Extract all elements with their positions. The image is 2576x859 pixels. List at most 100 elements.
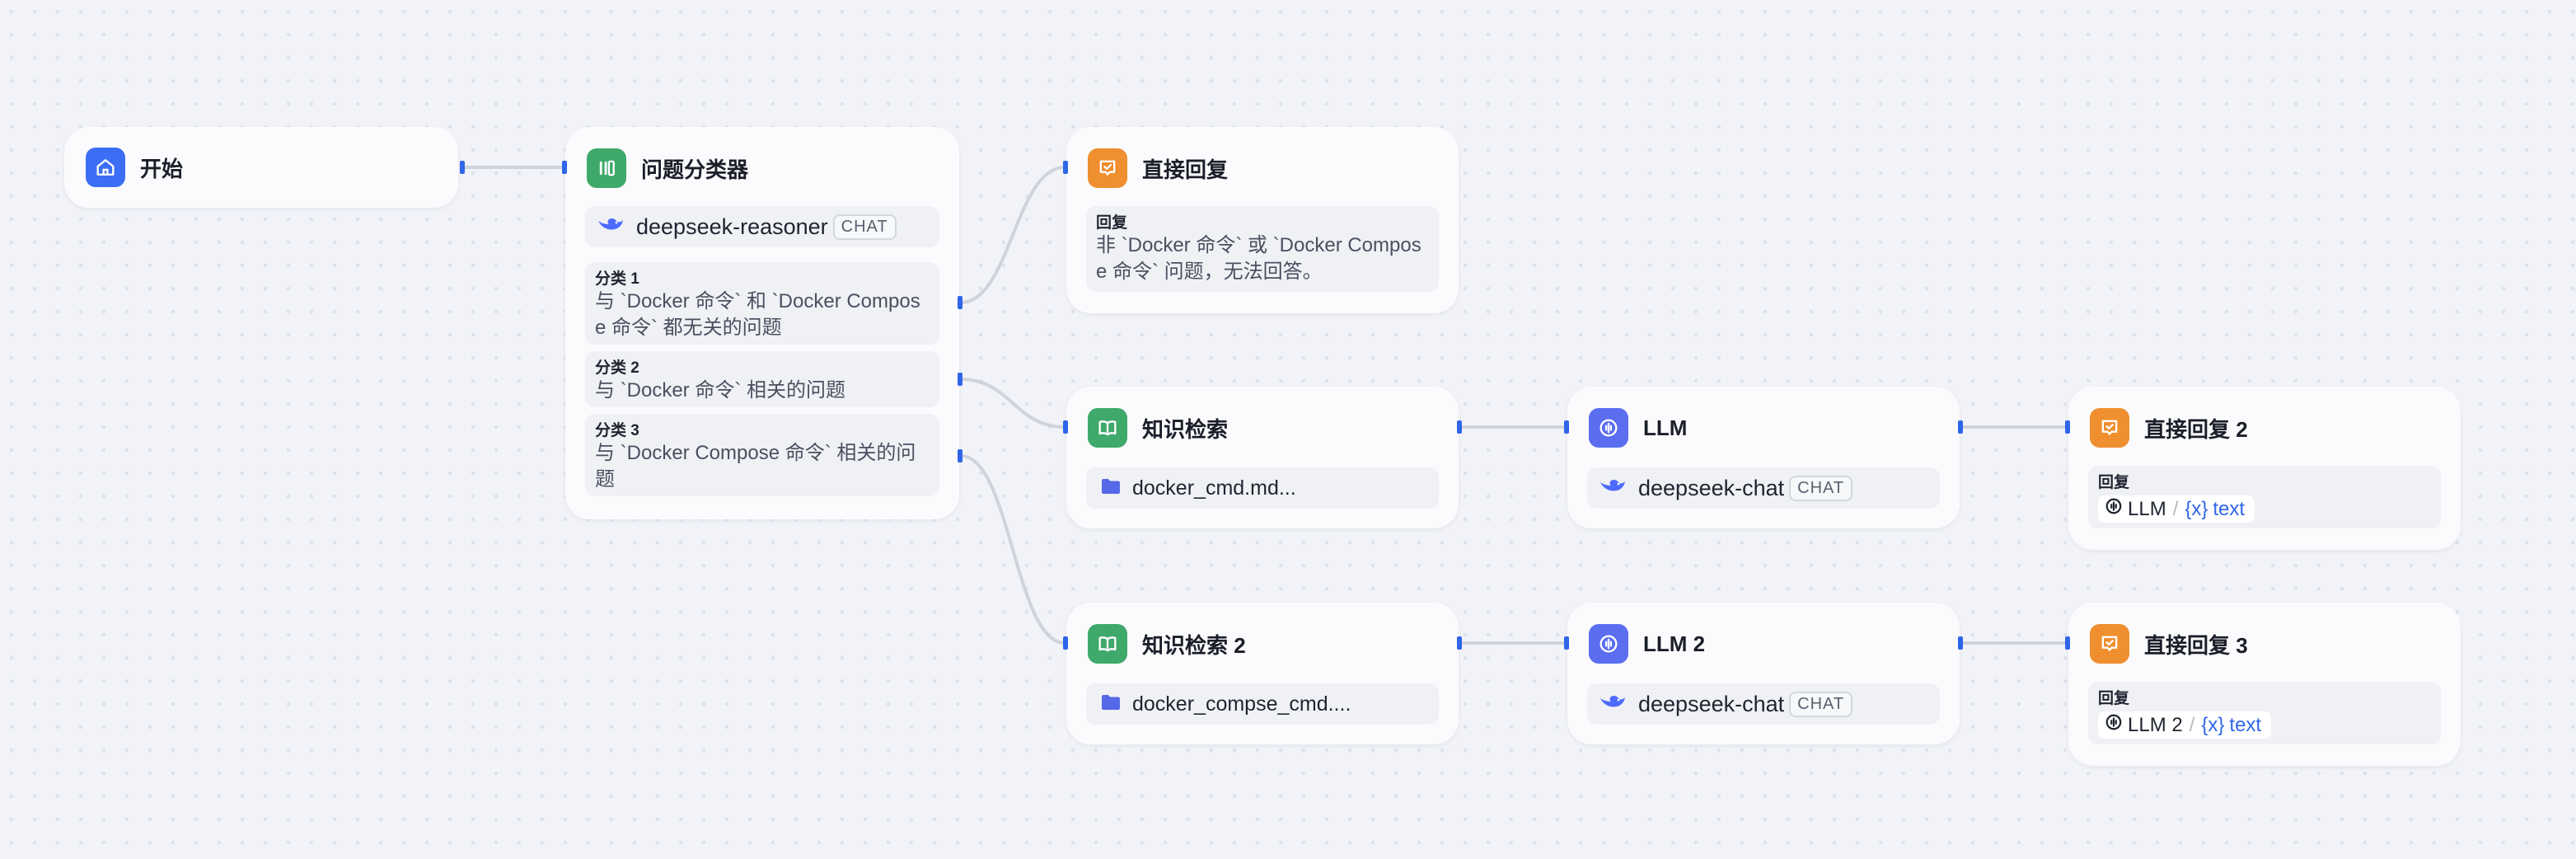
node-title: 直接回复 2 [2144,416,2248,442]
book-icon [1088,408,1127,448]
class-item[interactable]: 分类 3 与 `Docker Compose 命令` 相关的问题 [585,414,939,496]
reply-content: 回复 LLM / {x} text [2088,466,2441,528]
variable-reference[interactable]: LLM / {x} text [2098,495,2255,523]
output-handle[interactable] [1457,636,1462,650]
input-handle[interactable] [562,161,567,174]
variable-icon: {x} [2201,713,2225,736]
reply-icon [2090,624,2129,664]
node-header: 直接回复 3 [2090,624,2248,664]
node-title: 直接回复 [1142,157,1229,182]
node-title: 知识检索 [1142,416,1229,442]
class-description: 与 `Docker 命令` 和 `Docker Compose 命令` 都无关的… [595,290,920,339]
node-direct-reply-2[interactable]: 直接回复 2 回复 LLM / {x} text [2065,387,2461,550]
edge-class3-knowledge2[interactable] [960,454,1066,645]
dataset-name: docker_cmd.md... [1132,476,1296,500]
input-handle[interactable] [1063,161,1068,174]
input-handle[interactable] [1564,636,1569,650]
node-title: LLM [1643,415,1688,440]
node-header: 知识检索 2 [1088,624,1246,664]
llm-small-icon [2105,713,2123,737]
llm-icon [1589,624,1628,664]
node-title: 知识检索 2 [1142,632,1246,658]
class-label: 分类 1 [595,270,639,288]
node-direct-reply-3[interactable]: 直接回复 3 回复 LLM 2 / {x} text [2065,603,2461,766]
model-mode-badge: CHAT [832,214,897,240]
node-question-classifier[interactable]: 问题分类器 deepseek-reasoner CHAT 分类 1 与 `Doc… [562,127,962,519]
folder-icon [1101,693,1121,716]
node-header: 直接回复 [1088,148,1228,188]
node-header: 问题分类器 [587,148,748,188]
output-handle[interactable] [1958,420,1963,434]
class-description: 与 `Docker Compose 命令` 相关的问题 [595,442,916,491]
node-direct-reply[interactable]: 直接回复 回复 非 `Docker 命令` 或 `Docker Compose … [1063,127,1459,313]
node-header: 开始 [86,148,183,187]
class-item[interactable]: 分类 2 与 `Docker 命令` 相关的问题 [585,351,939,407]
variable-name: text [2213,497,2246,520]
reply-content: 回复 非 `Docker 命令` 或 `Docker Compose 命令` 问… [1086,206,1439,292]
home-icon [86,148,125,187]
reply-label: 回复 [2098,474,2130,491]
variable-node-name: LLM [2128,497,2166,520]
dataset-item[interactable]: docker_compse_cmd.... [1086,683,1439,725]
node-llm-2[interactable]: LLM 2 deepseek-chat CHAT [1564,603,1963,744]
model-selector[interactable]: deepseek-chat CHAT [1587,467,1940,509]
reply-label: 回复 [1096,214,1128,232]
input-handle[interactable] [1063,636,1068,650]
deepseek-whale-icon [1599,692,1627,717]
node-header: 直接回复 2 [2090,408,2248,448]
deepseek-whale-icon [597,214,625,240]
class-label: 分类 2 [595,359,639,377]
model-selector[interactable]: deepseek-chat CHAT [1587,683,1940,725]
variable-node-name: LLM 2 [2128,713,2183,736]
class-1-output-handle[interactable] [958,296,962,309]
variable-name: text [2229,713,2262,736]
reply-icon [1088,148,1127,188]
reply-content: 回复 LLM 2 / {x} text [2088,682,2441,744]
dataset-item[interactable]: docker_cmd.md... [1086,467,1439,509]
node-title: 问题分类器 [641,157,749,182]
llm-small-icon [2105,497,2123,521]
class-description: 与 `Docker 命令` 相关的问题 [595,379,846,401]
model-selector[interactable]: deepseek-reasoner CHAT [585,206,939,247]
variable-icon: {x} [2185,497,2208,520]
variable-separator: / [2172,497,2179,520]
variable-reference[interactable]: LLM 2 / {x} text [2098,711,2272,739]
class-2-output-handle[interactable] [958,373,962,386]
model-name: deepseek-chat [1638,475,1785,500]
output-handle[interactable] [1958,636,1963,650]
node-title: LLM 2 [1643,631,1706,656]
input-handle[interactable] [1063,420,1068,434]
edge-class2-knowledge[interactable] [960,378,1066,429]
class-item[interactable]: 分类 1 与 `Docker 命令` 和 `Docker Compose 命令`… [585,262,939,345]
book-icon [1088,624,1127,664]
node-header: LLM [1589,408,1687,448]
edge-class1-reply[interactable] [960,166,1066,304]
node-title: 直接回复 3 [2144,632,2248,658]
folder-icon [1101,477,1121,500]
model-name: deepseek-reasoner [636,214,828,239]
input-handle[interactable] [2065,636,2070,650]
reply-label: 回复 [2098,690,2130,707]
node-knowledge-retrieval[interactable]: 知识检索 docker_cmd.md... [1063,387,1462,528]
variable-separator: / [2189,713,2195,736]
class-label: 分类 3 [595,422,639,439]
output-handle[interactable] [460,161,465,174]
reply-text: 非 `Docker 命令` 或 `Docker Compose 命令` 问题，无… [1096,234,1421,283]
output-handle[interactable] [1457,420,1462,434]
node-header: 知识检索 [1088,408,1228,448]
llm-icon [1589,408,1628,448]
node-title: 开始 [140,156,184,181]
node-start[interactable]: 开始 [64,127,465,208]
input-handle[interactable] [2065,420,2070,434]
node-llm[interactable]: LLM deepseek-chat CHAT [1564,387,1963,528]
dataset-name: docker_compse_cmd.... [1132,692,1351,716]
classifier-icon [587,148,626,188]
input-handle[interactable] [1564,420,1569,434]
model-name: deepseek-chat [1638,691,1785,716]
model-mode-badge: CHAT [1789,475,1853,501]
node-header: LLM 2 [1589,624,1705,664]
class-3-output-handle[interactable] [958,449,962,462]
node-knowledge-retrieval-2[interactable]: 知识检索 2 docker_compse_cmd.... [1063,603,1462,744]
deepseek-whale-icon [1599,476,1627,501]
